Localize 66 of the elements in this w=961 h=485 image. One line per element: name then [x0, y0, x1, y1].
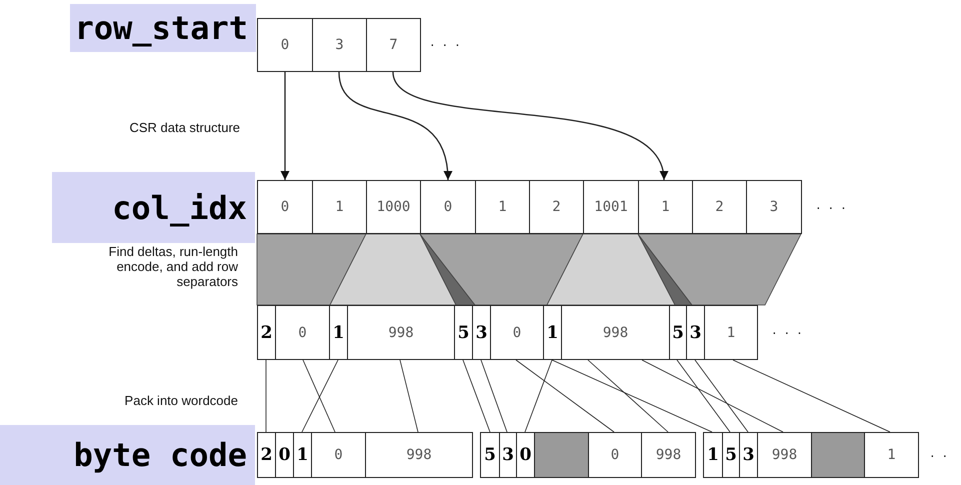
connector-line [462, 360, 490, 432]
array-cell: 998 [757, 432, 812, 478]
step-caption: Find deltas, run-length encode, and add row separators [108, 244, 238, 289]
array-cell: 0 [257, 180, 313, 234]
connector-line [480, 360, 508, 432]
connector-line [694, 360, 748, 432]
step-caption: CSR data structure [128, 120, 240, 135]
count-cell: 0 [516, 432, 535, 478]
array-cell: 1 [638, 180, 693, 234]
connector-line [676, 360, 730, 432]
count-cell: 1 [703, 432, 723, 478]
connector-line [588, 360, 668, 432]
count-cell: 5 [480, 432, 500, 478]
array-cell: 1 [704, 305, 758, 360]
array-name-label: byte code [0, 425, 255, 485]
step-caption: Pack into wordcode [124, 393, 238, 408]
array-cell: 7 [366, 18, 421, 72]
array-cell: 3 [746, 180, 802, 234]
count-cell: 3 [686, 305, 705, 360]
count-cell: 3 [739, 432, 758, 478]
ellipsis: · · · [816, 199, 848, 215]
count-cell: 0 [275, 432, 294, 478]
padding-cell [534, 432, 589, 478]
count-cell: 2 [257, 432, 276, 478]
ellipsis: · · · [772, 324, 804, 340]
array-cell: 1 [475, 180, 530, 234]
connector-line [552, 360, 712, 432]
arrow [280, 72, 290, 180]
array-cell: 1000 [366, 180, 421, 234]
array-cell: 998 [347, 305, 455, 360]
connector-line [524, 360, 552, 432]
array-cell: 2 [692, 180, 747, 234]
arrow [338, 72, 452, 180]
array-cell: 1001 [583, 180, 639, 234]
array-cell: 998 [561, 305, 670, 360]
array-name-label: col_idx [52, 172, 255, 243]
count-cell: 5 [669, 305, 687, 360]
count-cell: 5 [454, 305, 473, 360]
count-cell: 5 [722, 432, 740, 478]
array-cell: 0 [311, 432, 366, 478]
array-cell: 0 [275, 305, 330, 360]
arrow [392, 72, 666, 180]
connector-line [516, 360, 614, 432]
count-cell: 3 [499, 432, 517, 478]
padding-cell [811, 432, 865, 478]
array-cell: 0 [257, 18, 313, 72]
array-cell: 2 [529, 180, 584, 234]
array-cell: 3 [312, 18, 367, 72]
ellipsis: · · · [430, 36, 462, 52]
count-cell: 3 [472, 305, 491, 360]
connector-line [400, 360, 418, 432]
count-cell: 2 [257, 305, 276, 360]
count-cell: 1 [543, 305, 562, 360]
connector-line [732, 360, 890, 432]
count-cell: 1 [329, 305, 348, 360]
ellipsis: · · [930, 447, 950, 463]
count-cell: 1 [293, 432, 312, 478]
array-cell: 0 [588, 432, 642, 478]
array-name-label: row_start [70, 4, 256, 52]
array-cell: 1 [864, 432, 919, 478]
array-cell: 998 [641, 432, 696, 478]
array-cell: 1 [312, 180, 367, 234]
array-cell: 0 [490, 305, 544, 360]
array-cell: 998 [365, 432, 473, 478]
array-cell: 0 [420, 180, 476, 234]
connector-line [642, 360, 784, 432]
